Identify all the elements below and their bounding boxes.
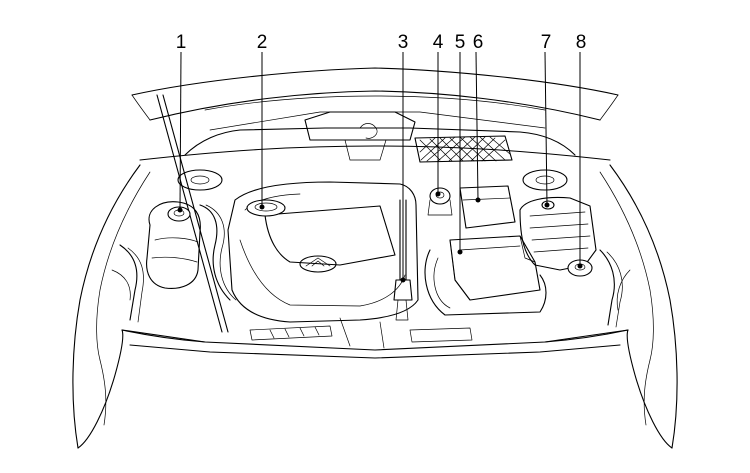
callout-8: 8 xyxy=(576,32,587,53)
leader-line-1 xyxy=(179,51,182,211)
callout-4: 4 xyxy=(433,32,444,53)
callout-3: 3 xyxy=(398,32,409,53)
callout-7: 7 xyxy=(541,32,552,53)
callout-numbers: 1 2 3 4 5 6 7 8 xyxy=(176,32,587,53)
callout-1: 1 xyxy=(176,32,187,53)
air-intake xyxy=(424,249,547,316)
left-fender xyxy=(72,164,206,449)
radiator-support xyxy=(121,317,629,359)
leader-lines xyxy=(177,51,583,283)
right-strut-tower xyxy=(522,169,568,191)
leader-line-6 xyxy=(475,51,479,201)
left-hoses xyxy=(111,204,237,323)
engine-cover xyxy=(227,181,419,323)
washer-fluid-reservoir xyxy=(519,196,597,271)
callout-5: 5 xyxy=(455,32,466,53)
cowl-panel xyxy=(184,111,576,161)
cabin-air-mesh xyxy=(414,135,513,163)
leader-line-7 xyxy=(544,51,548,206)
fuse-box xyxy=(459,185,516,229)
brake-fluid-reservoir xyxy=(427,187,453,216)
engine-oil-filler-cap xyxy=(246,199,286,217)
callout-2: 2 xyxy=(257,32,268,53)
battery xyxy=(449,235,541,301)
callout-6: 6 xyxy=(473,32,484,53)
right-hoses xyxy=(599,249,631,328)
left-strut-tower xyxy=(177,169,223,191)
raised-hood xyxy=(131,67,619,161)
coolant-reservoir xyxy=(146,201,201,289)
